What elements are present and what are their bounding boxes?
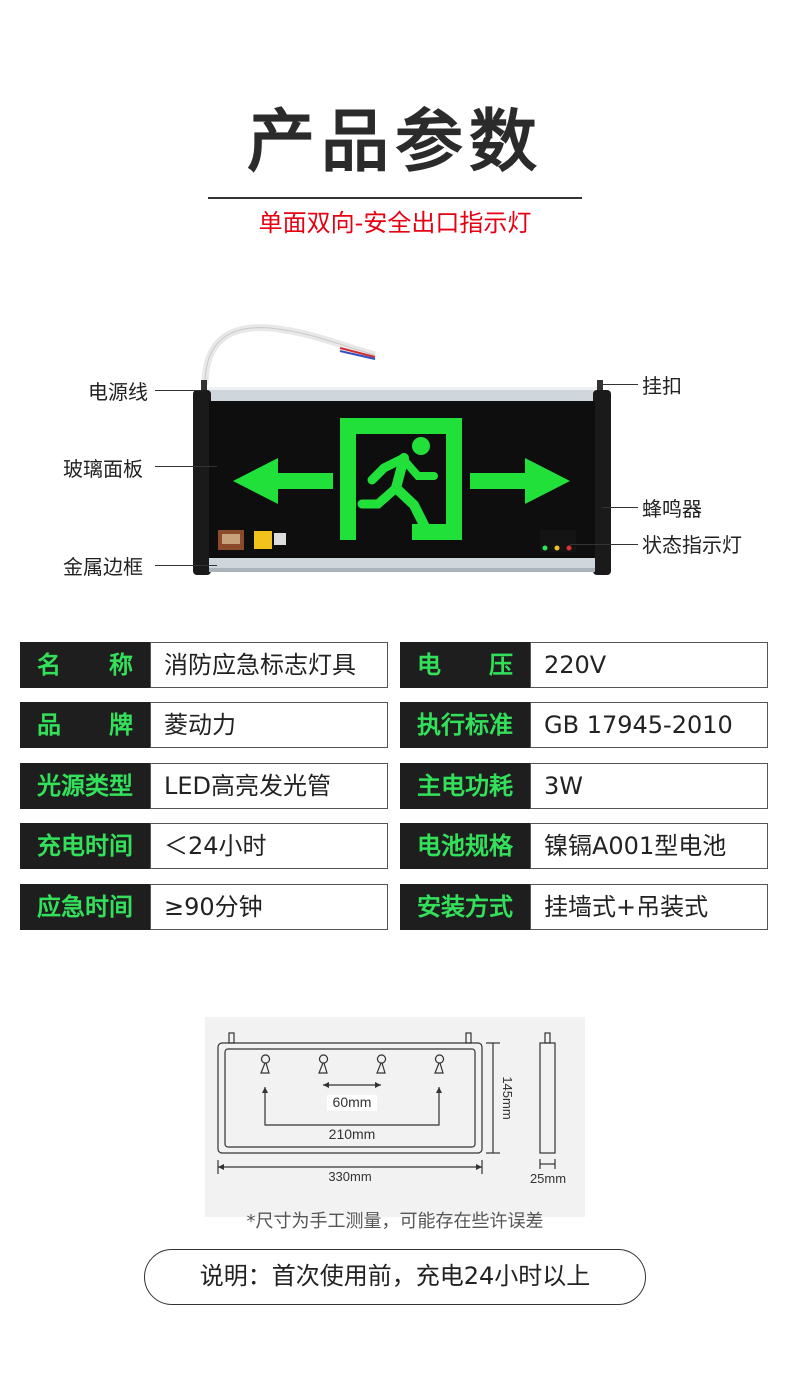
exit-door-icon	[340, 418, 462, 540]
spec-value: 菱动力	[150, 702, 388, 748]
product-illustration	[193, 324, 611, 575]
spec-label: 充电时间	[20, 823, 150, 869]
spec-value: 镍镉A001型电池	[530, 823, 768, 869]
callout-buzzer: 蜂鸣器	[642, 497, 702, 521]
power-cable	[201, 324, 376, 386]
product-subtitle: 单面双向-安全出口指示灯	[258, 209, 532, 237]
spec-label: 安装方式	[400, 884, 530, 930]
callout-status-light: 状态指示灯	[642, 533, 742, 557]
left-arrow	[233, 458, 333, 504]
spec-label: 电 压	[400, 642, 530, 688]
callout-power-cord: 电源线	[88, 380, 148, 404]
spec-value: 220V	[530, 642, 768, 688]
dim-depth: 25mm	[530, 1171, 566, 1186]
callout-line-metal-frame	[155, 565, 217, 566]
right-arrow	[470, 458, 570, 504]
callout-line-buzzer	[602, 507, 638, 508]
spec-value: LED高亮发光管	[150, 763, 388, 809]
dimension-drawing-panel	[205, 1017, 585, 1217]
spec-label: 电池规格	[400, 823, 530, 869]
dim-outer-hole-spacing: 210mm	[329, 1126, 376, 1142]
spec-label: 品 牌	[20, 702, 150, 748]
spec-value: GB 17945-2010	[530, 702, 768, 748]
callout-line-power-cord	[155, 390, 201, 391]
dimension-drawing: 60mm 210mm 330mm 145mm 25mm	[217, 1032, 566, 1186]
spec-label: 执行标准	[400, 702, 530, 748]
left-frame-post	[193, 390, 211, 575]
callout-glass-panel: 玻璃面板	[63, 457, 143, 481]
page-title: 产品参数	[246, 103, 543, 182]
callout-line-glass-panel	[155, 466, 217, 467]
spec-label: 应急时间	[20, 884, 150, 930]
dim-height: 145mm	[500, 1076, 515, 1119]
spec-value: ≥90分钟	[150, 884, 388, 930]
spec-value: ＜24小时	[150, 823, 388, 869]
callout-line-hook	[602, 384, 638, 385]
callout-hook: 挂扣	[642, 374, 682, 398]
title-divider	[208, 197, 582, 199]
callout-line-status-light	[570, 544, 638, 545]
status-indicator-lights	[540, 530, 576, 552]
spec-label: 名 称	[20, 642, 150, 688]
usage-instruction: 说明：首次使用前，充电24小时以上	[144, 1249, 646, 1305]
right-frame-post	[593, 390, 611, 575]
spec-label: 主电功耗	[400, 763, 530, 809]
spec-label: 光源类型	[20, 763, 150, 809]
dim-width: 330mm	[328, 1169, 371, 1184]
callout-metal-frame: 金属边框	[63, 555, 143, 579]
spec-value: 消防应急标志灯具	[150, 642, 388, 688]
measurement-note: *尺寸为手工测量，可能存在些许误差	[246, 1211, 544, 1232]
running-man-icon	[357, 437, 438, 532]
spec-value: 3W	[530, 763, 768, 809]
spec-value: 挂墙式+吊装式	[530, 884, 768, 930]
dim-hole-spacing: 60mm	[333, 1094, 372, 1110]
